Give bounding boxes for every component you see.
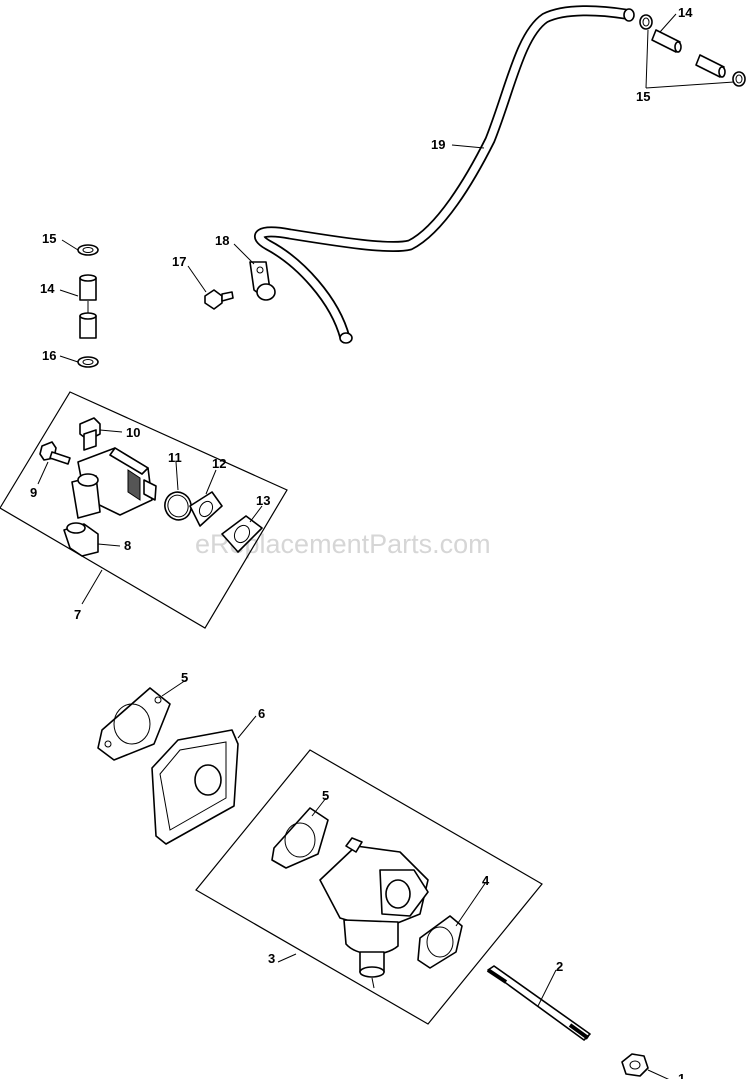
fitting-10: [79, 417, 101, 451]
callout-labels: 1 2 3 4 5 5 6 7 8 9 10 11 12 13 14 14 15…: [30, 5, 693, 1079]
callout-4: 4: [482, 873, 490, 888]
screw-17: [204, 289, 234, 310]
callout-2: 2: [556, 959, 563, 974]
gasket-13: [221, 515, 263, 553]
gasket-4: [417, 915, 463, 969]
callout-6: 6: [258, 706, 265, 721]
callout-5-upper: 5: [181, 670, 188, 685]
elbow-fitting-8: [63, 522, 99, 557]
callout-17: 17: [172, 254, 186, 269]
fuel-connector-14-left: [79, 274, 97, 339]
fuel-line-19: [253, 5, 635, 344]
carburetor-body: [319, 837, 429, 989]
o-ring-11: [164, 491, 192, 521]
callout-9: 9: [30, 485, 37, 500]
hose-clamp-16: [77, 356, 99, 368]
hose-clamp-15-left: [77, 244, 99, 256]
screw-9: [39, 441, 71, 465]
hose-clamp-15-top-a: [639, 14, 653, 30]
fuel-pump-assembly-outline: [0, 391, 288, 629]
callout-13: 13: [256, 493, 270, 508]
nut-1: [621, 1053, 649, 1077]
callout-15-left: 15: [42, 231, 56, 246]
callout-10: 10: [126, 425, 140, 440]
callout-5-lower: 5: [322, 788, 329, 803]
callout-18: 18: [215, 233, 229, 248]
callout-8: 8: [124, 538, 131, 553]
line-clip-18: [249, 261, 276, 301]
hose-clamp-15-top-b: [732, 71, 746, 87]
callout-14-top: 14: [678, 5, 693, 20]
gasket-5-upper: [97, 687, 171, 761]
fuel-connector-14-top: [651, 29, 726, 78]
gasket-12: [189, 491, 223, 527]
callout-12: 12: [212, 456, 226, 471]
callout-7: 7: [74, 607, 81, 622]
callout-1: 1: [678, 1071, 685, 1079]
carburetor-assembly-outline: [195, 749, 543, 1025]
callout-15-top: 15: [636, 89, 650, 104]
callout-11: 11: [168, 450, 182, 465]
callout-16: 16: [42, 348, 56, 363]
callout-14-left: 14: [40, 281, 55, 296]
callout-19: 19: [431, 137, 445, 152]
fuel-pump-body: [71, 447, 157, 519]
callout-3: 3: [268, 951, 275, 966]
leader-lines: [37, 13, 735, 1079]
heat-shield-6: [151, 729, 239, 845]
gasket-5-lower: [271, 807, 329, 869]
